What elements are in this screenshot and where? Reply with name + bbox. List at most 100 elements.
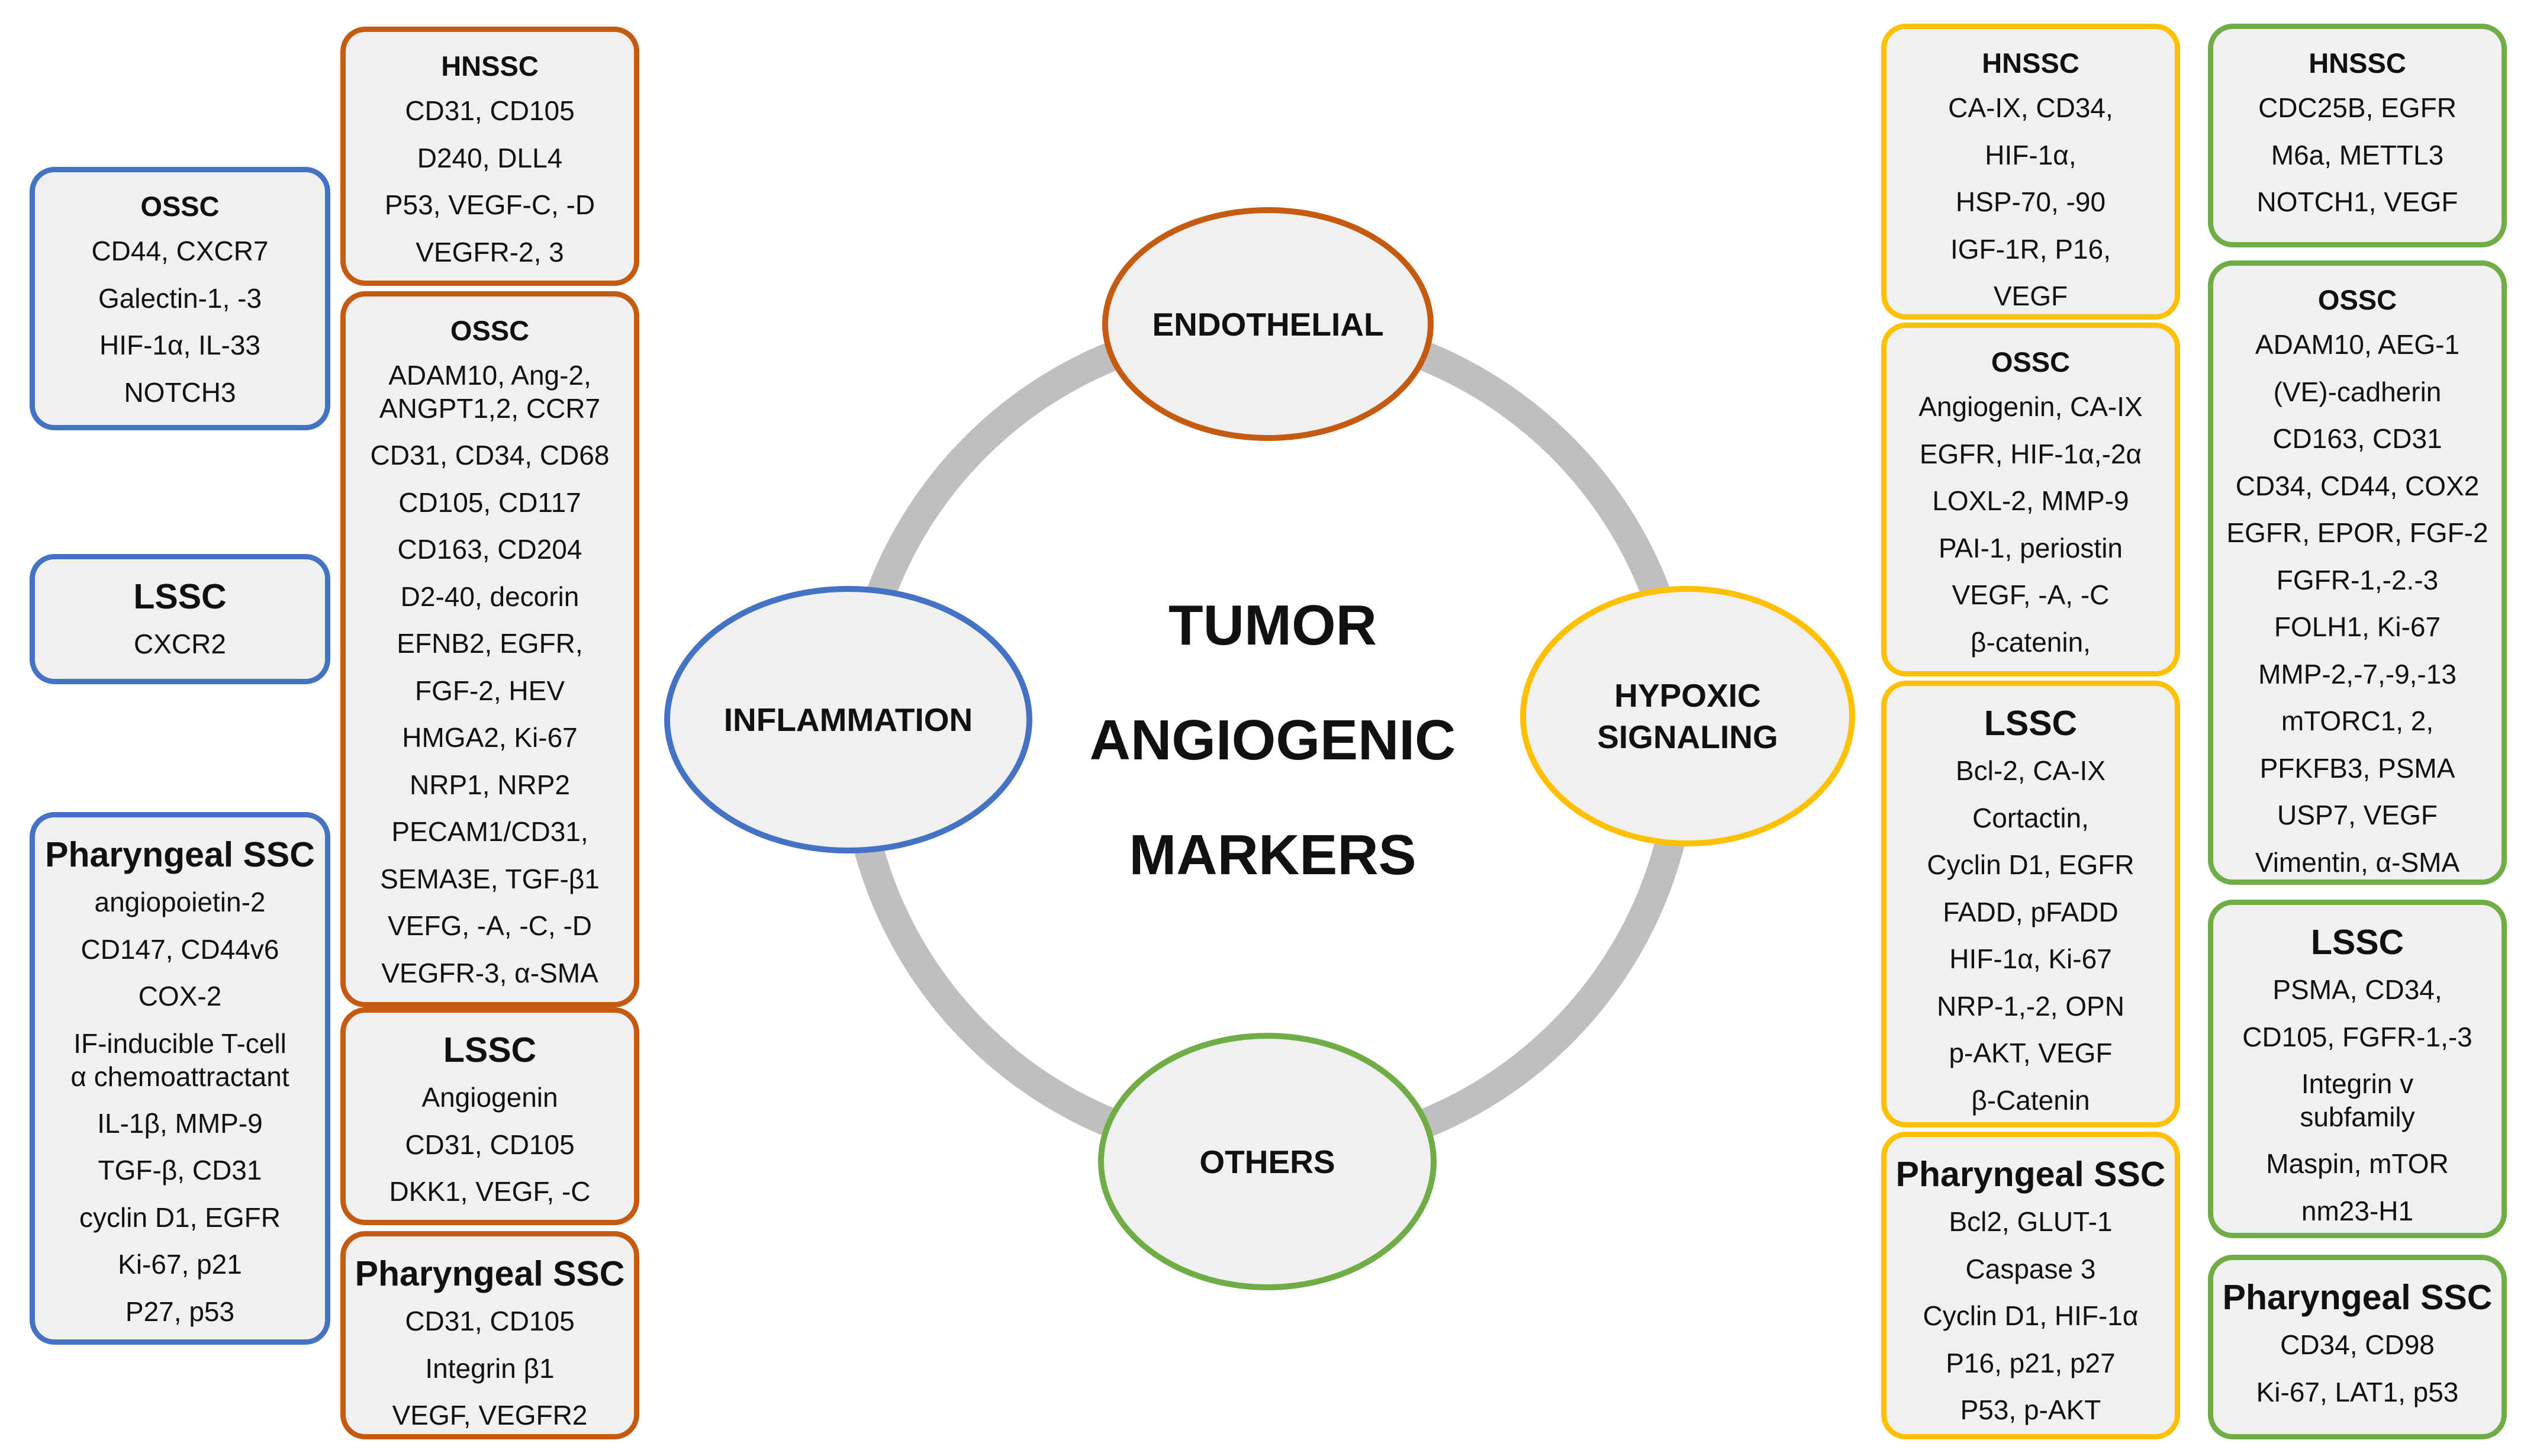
box-items: Angiogenin CD31, CD105 DKK1, VEGF, -C (389, 1074, 591, 1216)
box-title: HNSSC (441, 50, 539, 82)
list-item: Galectin-1, -3 (98, 282, 262, 314)
list-item: CD163, CD31 (2272, 423, 2442, 454)
list-item: Bcl2, GLUT-1 (1949, 1206, 2113, 1237)
box-items: Angiogenin, CA-IX EGFR, HIF-1α,-2α LOXL-… (1918, 384, 2142, 666)
box-hypoxic-pharyngeal-ssc: Pharyngeal SSC Bcl2, GLUT-1 Caspase 3 Cy… (1881, 1132, 2180, 1439)
box-title: LSSC (2310, 923, 2404, 962)
list-item: Cortactin, (1972, 802, 2089, 833)
list-item: PSMA, CD34, (2272, 974, 2442, 1005)
box-endothelial-lssc: LSSC Angiogenin CD31, CD105 DKK1, VEGF, … (340, 1007, 639, 1225)
list-item: CD31, CD105 (405, 1129, 575, 1160)
box-items: ADAM10, Ang-2, ANGPT1,2, CCR7 CD31, CD34… (371, 352, 610, 997)
list-item: P53, VEGF-C, -D (384, 189, 595, 220)
list-item: IGF-1R, P16, (1950, 233, 2111, 265)
list-item: EFNB2, EGFR, (397, 628, 583, 659)
node-endothelial: ENDOTHELIAL (1102, 207, 1434, 441)
center-title-line-1: TUMOR (1168, 594, 1377, 657)
center-title-line-2: ANGIOGENIC (1089, 708, 1456, 772)
list-item: VEGF (1993, 281, 2068, 311)
list-item: VEGF, VEGFR2 (392, 1400, 588, 1431)
list-item: COX-2 (138, 981, 222, 1012)
list-item: HIF-1α, Ki-67 (1949, 943, 2112, 974)
list-item: Ki-67, LAT1, p53 (2256, 1376, 2459, 1407)
box-title: HNSSC (1982, 47, 2079, 79)
list-item: Angiogenin (421, 1082, 558, 1113)
list-item: CD105, CD117 (398, 487, 581, 518)
list-item: VEGF, -A, -C (1952, 579, 2110, 610)
list-item: nm23-H1 (2301, 1195, 2414, 1226)
list-item: CD147, CD44v6 (81, 933, 279, 965)
list-item: EGFR, HIF-1α,-2α (1919, 438, 2142, 469)
list-item: MMP-2,-7,-9,-13 (2258, 658, 2457, 690)
list-item: CDC25B, EGFR (2258, 92, 2457, 123)
box-inflammation-pharyngeal-ssc: Pharyngeal SSC angiopoietin-2 CD147, CD4… (30, 812, 330, 1345)
box-title: LSSC (133, 577, 227, 616)
list-item: EGFR, EPOR, FGF-2 (2226, 517, 2488, 548)
box-title: OSSC (2317, 284, 2397, 315)
box-others-lssc: LSSC PSMA, CD34, CD105, FGFR-1,-3 Integr… (2208, 900, 2507, 1238)
box-title: OSSC (140, 191, 220, 222)
list-item: cyclin D1, EGFR (79, 1201, 281, 1233)
list-item: CD31, CD105 (405, 1306, 575, 1336)
list-item: VEGFR-3, α-SMA (381, 957, 598, 988)
list-item: CD44, CXCR7 (91, 236, 269, 266)
list-item: Vimentin, α-SMA (2255, 846, 2460, 878)
list-item: VEFG, -A, -C, -D (388, 910, 592, 941)
list-item: P16, p21, p27 (1946, 1347, 2116, 1378)
box-hypoxic-lssc: LSSC Bcl-2, CA-IX Cortactin, Cyclin D1, … (1881, 681, 2180, 1128)
box-title: Pharyngeal SSC (1895, 1155, 2166, 1194)
list-item: mTORC1, 2, (2281, 706, 2434, 736)
node-inflammation: INFLAMMATION (664, 586, 1032, 853)
box-title: LSSC (1984, 704, 2078, 743)
list-item: Angiogenin, CA-IX (1918, 391, 2143, 422)
list-item: NOTCH1, VEGF (2256, 186, 2458, 217)
box-inflammation-lssc: LSSC CXCR2 (30, 554, 330, 684)
list-item: TGF-β, CD31 (98, 1155, 262, 1186)
box-items: CD44, CXCR7 Galectin-1, -3 HIF-1α, IL-33… (91, 228, 268, 416)
list-item: CD31, CD34, CD68 (370, 440, 610, 471)
box-items: CA-IX, CD34, HIF-1α, HSP-70, -90 IGF-1R,… (1948, 85, 2113, 320)
box-items: Bcl2, GLUT-1 Caspase 3 Cyclin D1, HIF-1α… (1923, 1199, 2139, 1434)
list-item: CXCR2 (134, 629, 226, 659)
box-items: PSMA, CD34, CD105, FGFR-1,-3 Integrin v … (2242, 967, 2473, 1235)
node-hypoxic-signaling: HYPOXIC SIGNALING (1520, 586, 1855, 846)
box-items: CD34, CD98 Ki-67, LAT1, p53 (2256, 1322, 2459, 1416)
list-item: β-Catenin (1971, 1084, 2090, 1116)
list-item: ADAM10, Ang-2, ANGPT1,2, CCR7 (379, 360, 601, 424)
box-title: OSSC (450, 315, 530, 346)
list-item: HSP-70, -90 (1955, 186, 2106, 217)
list-item: VEGFR-2, 3 (416, 236, 564, 268)
list-item: (VE)-cadherin (2273, 376, 2442, 407)
list-item: angiopoietin-2 (94, 887, 266, 917)
list-item: CD31, CD105 (405, 95, 575, 126)
box-title: OSSC (1991, 346, 2071, 378)
list-item: M6a, METTL3 (2271, 139, 2444, 170)
box-items: CDC25B, EGFR M6a, METTL3 NOTCH1, VEGF (2257, 85, 2458, 226)
list-item: Bcl-2, CA-IX (1955, 755, 2106, 786)
list-item: D240, DLL4 (417, 142, 563, 173)
box-inflammation-ossc: OSSC CD44, CXCR7 Galectin-1, -3 HIF-1α, … (30, 167, 330, 430)
list-item: Maspin, mTOR (2266, 1148, 2449, 1179)
list-item: Cyclin D1, EGFR (1927, 849, 2135, 880)
box-title: LSSC (443, 1030, 537, 1070)
list-item: PECAM1/CD31, (391, 816, 588, 847)
box-endothelial-ossc: OSSC ADAM10, Ang-2, ANGPT1,2, CCR7 CD31,… (340, 291, 639, 1007)
list-item: HIF-1α, IL-33 (99, 330, 260, 360)
list-item: CA-IX, CD34, (1948, 92, 2113, 123)
box-title: Pharyngeal SSC (355, 1254, 625, 1293)
box-hypoxic-ossc: OSSC Angiogenin, CA-IX EGFR, HIF-1α,-2α … (1881, 323, 2180, 677)
list-item: Integrin v subfamily (2300, 1068, 2415, 1132)
list-item: NRP1, NRP2 (410, 769, 570, 800)
list-item: FGFR-1,-2.-3 (2276, 564, 2439, 595)
list-item: Cyclin D1, HIF-1α (1923, 1300, 2139, 1331)
center-title: TUMOR ANGIOGENIC MARKERS (1000, 568, 1545, 913)
list-item: Ki-67, p21 (118, 1249, 242, 1280)
list-item: FADD, pFADD (1943, 896, 2119, 927)
list-item: D2-40, decorin (400, 581, 580, 612)
list-item: p-AKT, VEGF (1949, 1038, 2113, 1068)
box-endothelial-hnssc: HNSSC CD31, CD105 D240, DLL4 P53, VEGF-C… (340, 27, 639, 286)
list-item: CD163, CD204 (397, 534, 582, 565)
list-item: SEMA3E, TGF-β1 (380, 863, 600, 894)
list-item: P27, p53 (125, 1296, 235, 1327)
list-item: FGF-2, HEV (414, 675, 565, 706)
